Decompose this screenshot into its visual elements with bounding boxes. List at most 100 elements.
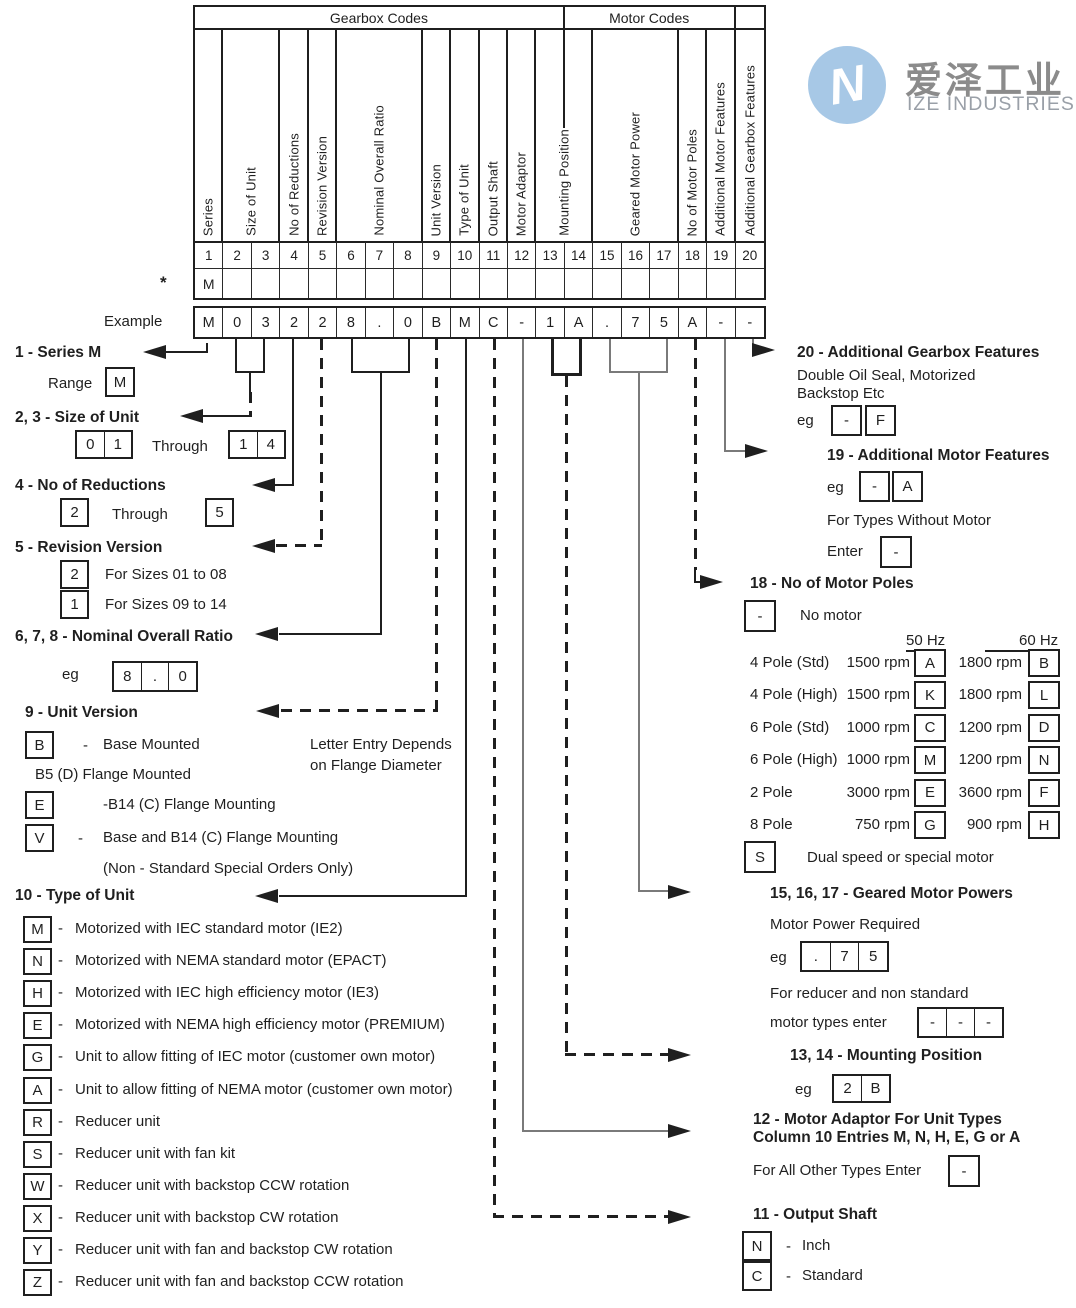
type-code-box: M xyxy=(23,916,52,943)
star-row-cell xyxy=(422,268,452,298)
ize-logo-mark: N xyxy=(808,46,886,124)
motor-powers-eg-label: eg xyxy=(770,949,787,966)
column-number-cell: 17 xyxy=(650,241,679,268)
leader-col5-dash xyxy=(320,339,323,547)
example-code-cell: 2 xyxy=(309,308,338,337)
leader-col18-dash xyxy=(694,339,697,570)
leader-col17-line xyxy=(666,339,668,373)
column-number-cell: 15 xyxy=(593,241,622,268)
column-label: No of Motor Poles xyxy=(684,128,700,236)
leader-col3-line xyxy=(263,339,265,373)
star-row-cell xyxy=(337,268,366,298)
type-code-box: G xyxy=(23,1044,52,1072)
leader-col19-line xyxy=(724,339,726,451)
leader-col1-line xyxy=(166,351,208,353)
pole-code-50hz-box: M xyxy=(914,746,946,775)
star-row-cell xyxy=(223,268,252,298)
type-code-box: R xyxy=(23,1108,52,1136)
leader-unit-version-arrow xyxy=(256,704,279,718)
gearbox-features-desc2: Backstop Etc xyxy=(797,385,885,402)
star-row-cell xyxy=(621,268,651,298)
leader-unit-version-dash xyxy=(281,709,438,712)
type-desc: Motorized with IEC standard motor (IE2) xyxy=(75,920,343,937)
type-code-box: Y xyxy=(23,1237,52,1264)
column-label: Additional Motor Features xyxy=(712,82,728,236)
section-title-size: 2, 3 - Size of Unit xyxy=(15,409,140,426)
column-label: Nominal Overall Ratio xyxy=(371,105,387,236)
column-label-cell: Mounting Position xyxy=(536,30,594,241)
type-desc: Unit to allow fitting of NEMA motor (cus… xyxy=(75,1080,453,1098)
leader-col6-line xyxy=(351,339,353,373)
example-code-cell: B xyxy=(423,308,452,337)
motor-features-eg-label: eg xyxy=(827,479,844,496)
column-number-cell: 1 xyxy=(195,241,224,268)
star-row-cell: M xyxy=(195,268,224,298)
mounting-eg-label: eg xyxy=(795,1081,812,1098)
pole-rpm-60hz: 900 rpm xyxy=(966,816,1022,833)
size-max-cell-2: 4 xyxy=(266,436,275,453)
pole-label: 6 Pole (Std) xyxy=(750,718,830,736)
section-title-type-of-unit: 10 - Type of Unit xyxy=(15,887,135,904)
star-symbol: * xyxy=(160,273,167,292)
leader-motor-features-line xyxy=(724,450,746,452)
example-code-cell: - xyxy=(747,314,753,331)
leader-shaft-arrow xyxy=(668,1210,691,1224)
revision-code-box: 2 xyxy=(60,560,89,589)
column-divider-stub xyxy=(562,30,565,128)
section-title-adaptor-line1: 12 - Motor Adaptor For Unit Types xyxy=(753,1111,1002,1128)
ratio-example-box: 8 . 0 xyxy=(112,661,198,692)
column-label-cell: Size of Unit xyxy=(223,30,281,241)
section-title-mounting: 13, 14 - Mounting Position xyxy=(790,1047,983,1064)
leader-adaptor-arrow xyxy=(668,1124,691,1138)
leader-poles-line xyxy=(694,581,702,583)
unit-version-desc: Base Mounted xyxy=(103,736,200,753)
motor-features-cell-box: - xyxy=(859,471,890,502)
column-number-cell: 8 xyxy=(394,241,423,268)
column-label: Revision Version xyxy=(314,135,330,236)
output-shaft-desc: Standard xyxy=(802,1267,863,1284)
column-number-cell: 6 xyxy=(337,241,366,268)
mounting-cell-2: B xyxy=(870,1080,881,1097)
column-number-cell: 19 xyxy=(707,241,736,268)
output-shaft-desc: Inch xyxy=(802,1237,831,1254)
pole-code-50hz-box: E xyxy=(914,778,946,807)
leader-poles-corner xyxy=(694,568,696,583)
leader-gearbox-features-arrow xyxy=(752,343,775,357)
leader-motor-features-arrow xyxy=(745,444,768,458)
leader-col4-line xyxy=(292,339,294,486)
column-number-cell: 14 xyxy=(564,241,594,268)
section-title-gearbox-features: 20 - Additional Gearbox Features xyxy=(797,344,1040,361)
leader-reductions-arrow xyxy=(252,478,275,492)
column-label: Type of Unit xyxy=(456,164,472,236)
example-code-cell: - xyxy=(508,308,537,337)
type-code-box: H xyxy=(23,980,52,1008)
output-shaft-code-box: N xyxy=(742,1231,772,1261)
revision-code-box: 1 xyxy=(60,590,89,619)
column-label-cell: Additional Gearbox Features xyxy=(736,30,764,241)
type-code-box: W xyxy=(23,1172,52,1200)
leader-col14-line xyxy=(579,339,582,376)
star-row-cell xyxy=(707,268,736,298)
type-desc: Unit to allow fitting of IEC motor (cust… xyxy=(75,1048,436,1066)
leader-poles-arrow xyxy=(700,575,723,589)
type-desc: Reducer unit with fan and backstop CCW r… xyxy=(75,1273,404,1291)
example-code-cell: . xyxy=(366,308,395,337)
pole-rpm-50hz: 1000 rpm xyxy=(846,751,910,769)
example-label: Example xyxy=(104,313,163,330)
type-desc: Reducer unit xyxy=(75,1112,161,1130)
pole-code-60hz-box: B xyxy=(1028,649,1060,677)
pole-code-50hz-box: A xyxy=(914,649,946,677)
leader-ratio-arrow xyxy=(255,627,278,641)
no-motor-label: No motor xyxy=(800,607,862,624)
leader-col10-line xyxy=(465,339,467,897)
column-number-cell: 18 xyxy=(678,241,708,268)
pole-label: 4 Pole (High) xyxy=(750,686,838,704)
pole-rpm-50hz: 750 rpm xyxy=(854,816,910,833)
example-code-cell: 2 xyxy=(280,308,309,337)
leader-col11-dash xyxy=(493,339,496,1218)
column-number-cell: 4 xyxy=(280,241,309,268)
example-code-cell: M xyxy=(195,308,224,337)
section-title-output-shaft: 11 - Output Shaft xyxy=(753,1206,877,1223)
range-label: Range xyxy=(48,375,93,392)
